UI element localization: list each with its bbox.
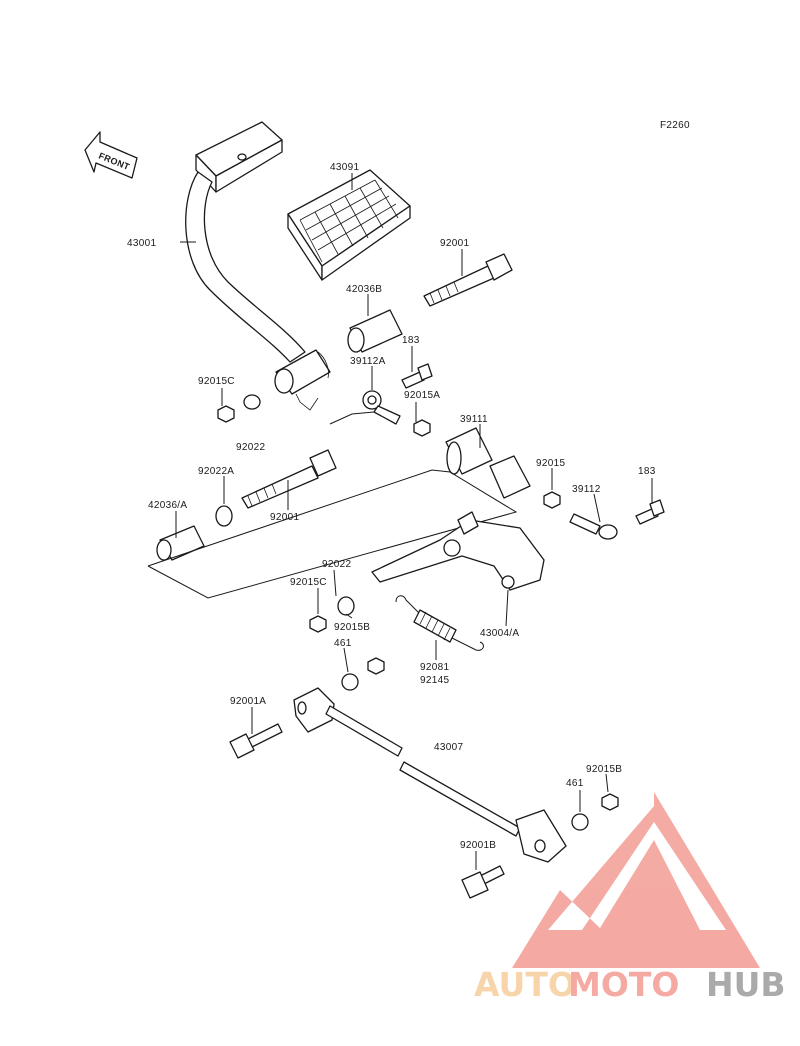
label-43001: 43001 <box>127 238 156 249</box>
tie-rod-43007 <box>293 687 567 863</box>
pedal-rubber-pad <box>287 169 411 281</box>
front-arrow-icon: FRONT <box>84 131 138 179</box>
label-92015c-mid: 92015C <box>290 577 327 588</box>
label-92022a: 92022A <box>198 466 234 477</box>
label-92081: 92081 <box>420 662 449 673</box>
label-92015c-top: 92015C <box>198 376 235 387</box>
bolt-92001-mid <box>241 449 337 509</box>
shift-lever-43004a <box>371 511 545 591</box>
label-92001-mid: 92001 <box>270 512 299 523</box>
label-42036b: 42036B <box>346 284 382 295</box>
label-92015b-right: 92015B <box>586 764 622 775</box>
label-92001-top: 92001 <box>440 238 469 249</box>
watermark-triangle-icon <box>512 792 760 968</box>
nut-92015c-top <box>217 405 235 423</box>
bolt-92001-top <box>423 253 513 307</box>
nut-92015 <box>543 491 561 509</box>
label-92001a: 92001A <box>230 696 266 707</box>
washer-461-mid <box>341 673 359 691</box>
label-92015b-mid: 92015B <box>334 622 370 633</box>
rod-end-39112a <box>362 390 401 425</box>
label-183-top: 183 <box>402 335 420 346</box>
label-39112: 39112 <box>572 484 601 495</box>
label-39112a: 39112A <box>350 356 386 367</box>
collar-42036a <box>156 525 205 561</box>
label-42036a: 42036/A <box>148 500 187 511</box>
nut-92015c-mid <box>309 615 327 633</box>
part-labels: 43091 43001 92001 42036B 183 39112A 9201… <box>127 162 656 851</box>
pin-39111 <box>445 427 531 499</box>
bolt-39112 <box>569 513 618 540</box>
label-43091: 43091 <box>330 162 359 173</box>
label-92022-top: 92022 <box>236 442 265 453</box>
watermark-auto: AUTO <box>474 965 576 1004</box>
watermark-moto: MOTO <box>568 965 679 1004</box>
label-183-right: 183 <box>638 466 656 477</box>
label-39111: 39111 <box>460 414 488 425</box>
watermark-logo: AUTO MOTO HUB <box>474 792 786 1004</box>
reference-outline <box>147 469 518 599</box>
washer-92022a <box>215 505 233 527</box>
label-92022-mid: 92022 <box>322 559 351 570</box>
label-92145: 92145 <box>420 675 449 686</box>
washer-461-right <box>571 813 589 831</box>
label-92015a: 92015A <box>404 390 440 401</box>
label-43007: 43007 <box>434 742 463 753</box>
washer-92015c-top <box>243 394 261 410</box>
label-43004a: 43004/A <box>480 628 519 639</box>
spring-92081 <box>395 595 484 651</box>
label-92015: 92015 <box>536 458 565 469</box>
brake-pedal-arm <box>185 121 331 411</box>
label-461-right: 461 <box>566 778 584 789</box>
collar-42036b <box>347 309 403 353</box>
leader-lines <box>175 173 653 870</box>
figure-code: F2260 <box>660 120 690 131</box>
label-92001b: 92001B <box>460 840 496 851</box>
bolt-183-right <box>635 499 665 525</box>
washer-92022-mid <box>337 596 355 616</box>
label-461-mid: 461 <box>334 638 352 649</box>
bolt-92001b <box>461 865 505 899</box>
nut-92015b-mid <box>367 657 385 675</box>
watermark-hub: HUB <box>706 965 786 1004</box>
nut-92015a <box>413 419 431 437</box>
bolt-183-top <box>401 363 433 389</box>
bolt-92001a <box>229 723 283 759</box>
nut-92015b-right <box>601 793 619 811</box>
